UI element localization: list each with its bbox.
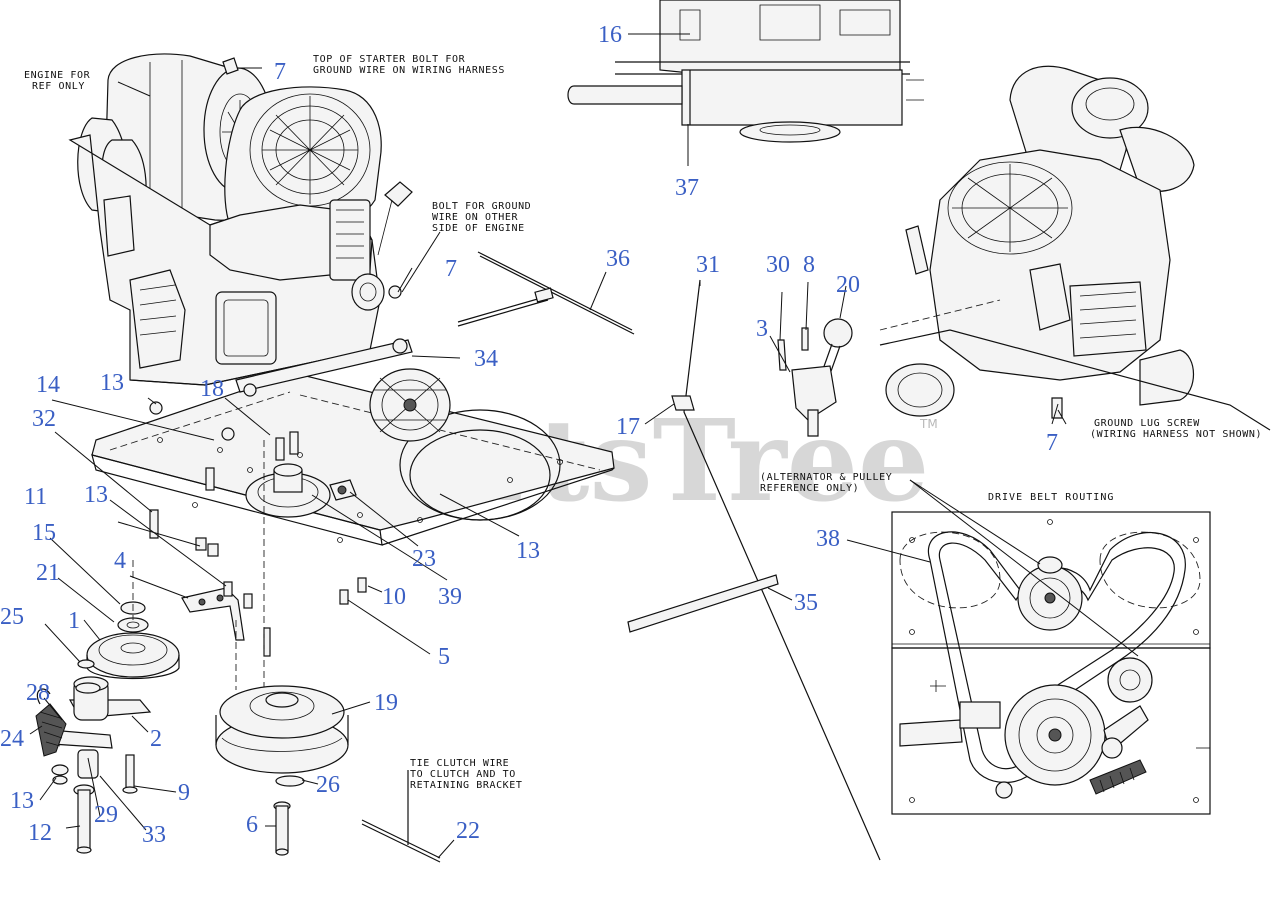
callout-16: 16 [598,22,622,48]
callout-6: 6 [246,812,258,838]
spring-24 [35,688,67,757]
callout-13-right: 13 [516,538,540,564]
idler-arm-2 [49,676,152,779]
callout-15: 15 [32,520,56,546]
bracket-4 [181,587,245,641]
bolt-12 [73,784,95,854]
engine-top-view [567,0,924,143]
bushing-25 [77,659,95,669]
callout-29: 29 [94,802,118,828]
callout-26: 26 [316,772,340,798]
note-ground-bolt-3: SIDE OF ENGINE [432,223,525,234]
callout-32: 32 [32,406,56,432]
callout-37: 37 [675,175,699,201]
callout-4: 4 [114,548,126,574]
idler-pulley-1 [86,632,180,680]
strap-35 [627,574,779,633]
callout-2: 2 [150,726,162,752]
note-ground-bolt-2: WIRE ON OTHER [432,212,518,223]
clutch-wire-22 [361,770,441,863]
callout-14: 14 [36,372,60,398]
note-tie-clutch-1: TIE CLUTCH WIRE [410,758,509,769]
callout-28: 28 [26,680,50,706]
notes: ENGINE FOR REF ONLY TOP OF STARTER BOLT … [24,54,1262,791]
callout-31: 31 [696,252,720,278]
callout-5: 5 [438,644,450,670]
callout-7-top: 7 [274,59,286,85]
cable-31 [671,279,881,861]
leader-lines [29,33,1139,859]
callout-3: 3 [756,316,768,342]
note-alternator-ref-1: (ALTERNATOR & PULLEY [760,472,892,483]
callout-21: 21 [36,560,60,586]
note-ground-bolt-1: BOLT FOR GROUND [432,201,531,212]
alignment-lines [132,440,265,690]
callout-33: 33 [142,822,166,848]
callout-35: 35 [794,590,818,616]
callout-34: 34 [474,346,498,372]
callout-30: 30 [766,252,790,278]
note-tie-clutch-3: RETAINING BRACKET [410,780,523,791]
callout-12: 12 [28,820,52,846]
watermark-tm: TM [919,417,938,431]
note-ground-lug-1: GROUND LUG SCREW [1094,418,1200,429]
note-tie-clutch-2: TO CLUTCH AND TO [410,769,516,780]
engine-main-drawing [68,53,413,401]
callout-13-bottom: 13 [10,788,34,814]
callout-17: 17 [616,414,640,440]
callout-13-mid: 13 [84,482,108,508]
electric-clutch [215,685,349,787]
note-engine-ref-1: ENGINE FOR [24,70,91,81]
callout-7-side: 7 [445,256,457,282]
alternator-drawing [369,368,451,442]
shaft-34 [235,338,413,397]
bolt-9 [122,754,138,794]
note-engine-ref-2: REF ONLY [32,81,85,92]
callout-38: 38 [816,526,840,552]
callout-22: 22 [456,818,480,844]
callout-20: 20 [836,272,860,298]
callout-36: 36 [606,246,630,272]
callout-9: 9 [178,780,190,806]
callout-8: 8 [803,252,815,278]
callout-1: 1 [68,608,80,634]
bolt-6 [273,801,291,856]
callout-19: 19 [374,690,398,716]
callouts: 7 7 7 16 37 36 31 30 8 20 3 34 14 13 18 … [0,22,1058,848]
engine-right-drawing [879,65,1271,431]
note-starter-bolt-1: TOP OF STARTER BOLT FOR [313,54,466,65]
drive-belt-routing-panel [891,511,1211,815]
pulley-center [245,463,357,518]
drive-belt-routing-title: DRIVE BELT ROUTING [988,492,1114,503]
callout-23: 23 [412,546,436,572]
callout-10: 10 [382,584,406,610]
note-ground-lug-2: (WIRING HARNESS NOT SHOWN) [1090,429,1262,440]
engine-deck-plate [91,373,615,546]
note-starter-bolt-2: GROUND WIRE ON WIRING HARNESS [313,65,505,76]
callout-25: 25 [0,604,24,630]
nut-13-lower [51,764,69,785]
callout-39: 39 [438,584,462,610]
throttle-lever [777,318,853,437]
rod-36 [457,251,635,335]
callout-13-top: 13 [100,370,124,396]
callout-7-right: 7 [1046,430,1058,456]
callout-11: 11 [24,484,47,510]
callout-18: 18 [200,376,224,402]
note-alternator-ref-2: REFERENCE ONLY) [760,483,859,494]
callout-24: 24 [0,726,24,752]
small-bolts-11-13 [149,401,367,657]
